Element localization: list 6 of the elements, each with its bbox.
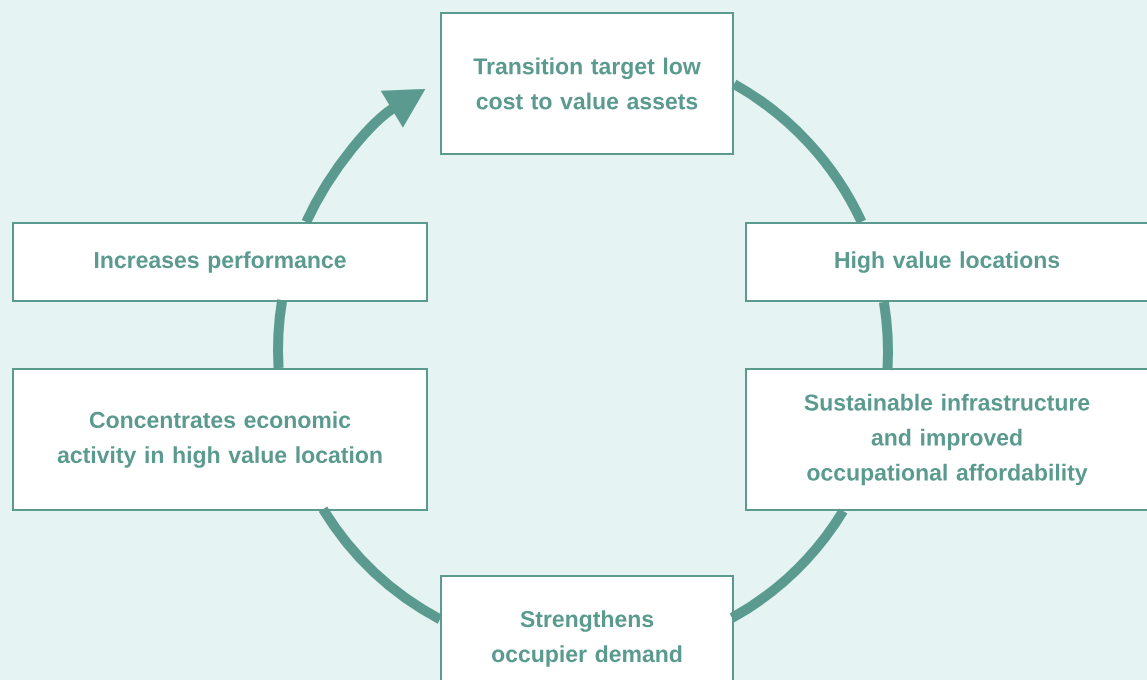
process-box: High value locations [745, 222, 1147, 302]
process-box: Concentrates economic activity in high value location [12, 368, 428, 511]
process-box: Sustainable infrastructure and improved occupational affordability [745, 368, 1147, 511]
process-box: Strengthens occupier demand [440, 575, 734, 680]
process-box: Increases performance [12, 222, 428, 302]
process-box: Transition target low cost to value assets [440, 12, 734, 155]
